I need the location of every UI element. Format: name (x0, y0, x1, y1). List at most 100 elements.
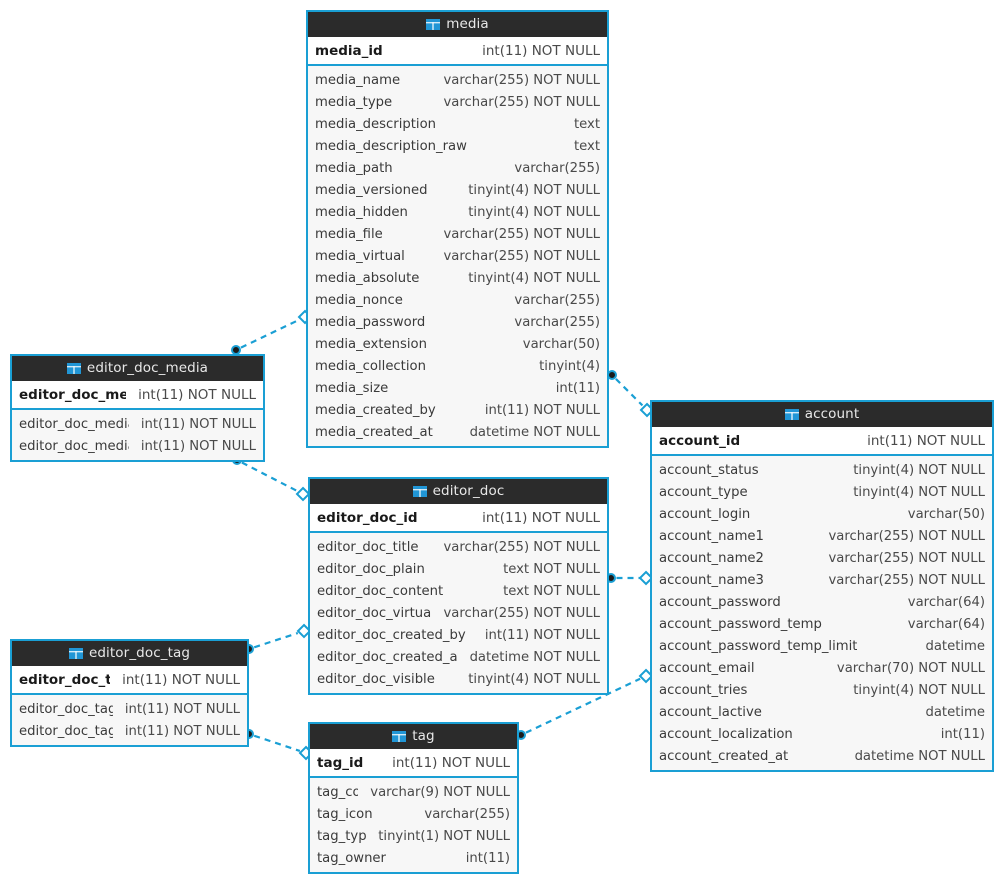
column-type: varchar(255) NOT NULL (443, 72, 601, 88)
column-type: varchar(255) NOT NULL (828, 528, 986, 544)
relationship-source-dot (607, 370, 617, 380)
entity-title-editor_doc_tag: editor_doc_tag (12, 641, 247, 666)
column-type: datetime (925, 638, 985, 654)
table-row: media_description text (308, 113, 607, 135)
column-name: media_name (315, 72, 401, 88)
column-name: media_password (315, 314, 426, 330)
column-type: int(11) NOT NULL (482, 42, 600, 59)
table-row: editor_doc_tag_srcint(11) NOT NULL (12, 720, 247, 742)
column-type: int(11) (555, 380, 600, 396)
column-type: varchar(50) (522, 336, 600, 352)
rel-media-to-account (607, 370, 655, 418)
column-name: account_name1 (659, 528, 764, 544)
column-name: media_created_by (315, 402, 436, 418)
column-type: tinyint(4) NOT NULL (468, 671, 600, 687)
column-name: tag_icon (317, 806, 373, 822)
entity-name: editor_doc_media (86, 360, 209, 376)
entity-title-account: account (652, 402, 992, 427)
column-type: text (573, 138, 600, 154)
column-name: media_versioned (315, 182, 428, 198)
column-type: varchar(255) NOT NULL (443, 248, 601, 264)
column-name: media_description (315, 116, 436, 132)
column-name: editor_doc_title (317, 539, 419, 555)
column-type: int(11) NOT NULL (140, 416, 256, 432)
relationship-line (253, 734, 301, 752)
column-name: editor_doc_virtual (317, 605, 432, 621)
column-type: varchar(255) NOT NULL (443, 605, 601, 621)
column-name: media_hidden (315, 204, 408, 220)
relationship-line (241, 461, 298, 493)
column-name: media_created_at (315, 424, 433, 440)
column-type: varchar(70) NOT NULL (836, 660, 985, 676)
column-type: int(11) NOT NULL (138, 386, 256, 403)
column-name: account_type (659, 484, 748, 500)
column-name: editor_doc_tag_src (19, 723, 113, 739)
column-type: varchar(255) (424, 806, 510, 822)
column-type: datetime (925, 704, 985, 720)
column-list-editor_doc_media: editor_doc_media_srcint(11) NOT NULLedit… (12, 413, 263, 457)
column-name: media_extension (315, 336, 427, 352)
table-row: media_path varchar(255) (308, 157, 607, 179)
column-type: int(11) NOT NULL (482, 509, 600, 526)
column-type: varchar(255) NOT NULL (828, 572, 986, 588)
column-name: editor_doc_tag_dst (19, 701, 113, 717)
column-type: tinyint(4) (539, 358, 600, 374)
column-name: media_virtual (315, 248, 405, 264)
column-name: account_created_at (659, 748, 789, 764)
table-row: tag_colorvarchar(9) NOT NULL (310, 781, 517, 803)
column-name: tag_type (317, 828, 367, 844)
entity-title-editor_doc: editor_doc (310, 479, 607, 504)
column-type: int(11) NOT NULL (484, 402, 600, 418)
column-type: varchar(255) (514, 314, 600, 330)
column-type: varchar(255) (514, 292, 600, 308)
column-name: media_file (315, 226, 383, 242)
entity-title-editor_doc_media: editor_doc_media (12, 356, 263, 381)
table-row: editor_doc_virtual varchar(255) NOT NULL (310, 602, 607, 624)
column-name: media_path (315, 160, 393, 176)
column-name: editor_doc_created_by (317, 627, 466, 643)
column-type: int(11) NOT NULL (867, 432, 985, 449)
column-type: datetime NOT NULL (469, 424, 600, 440)
column-type: tinyint(4) NOT NULL (853, 462, 985, 478)
column-name: media_collection (315, 358, 426, 374)
column-type: varchar(255) NOT NULL (828, 550, 986, 566)
entity-editor_doc_media[interactable]: editor_doc_media editor_doc_media_idint(1… (10, 354, 265, 462)
entity-title-media: media (308, 12, 607, 37)
column-type: datetime NOT NULL (469, 649, 600, 665)
table-row: media_extension varchar(50) (308, 333, 607, 355)
table-row: media_collection tinyint(4) (308, 355, 607, 377)
column-name: account_name2 (659, 550, 764, 566)
table-row: media_password varchar(255) (308, 311, 607, 333)
column-type: varchar(255) NOT NULL (443, 94, 601, 110)
column-type: varchar(255) (514, 160, 600, 176)
table-icon (66, 363, 81, 374)
column-type: text (573, 116, 600, 132)
column-type: varchar(50) (907, 506, 985, 522)
column-type: int(11) (940, 726, 985, 742)
